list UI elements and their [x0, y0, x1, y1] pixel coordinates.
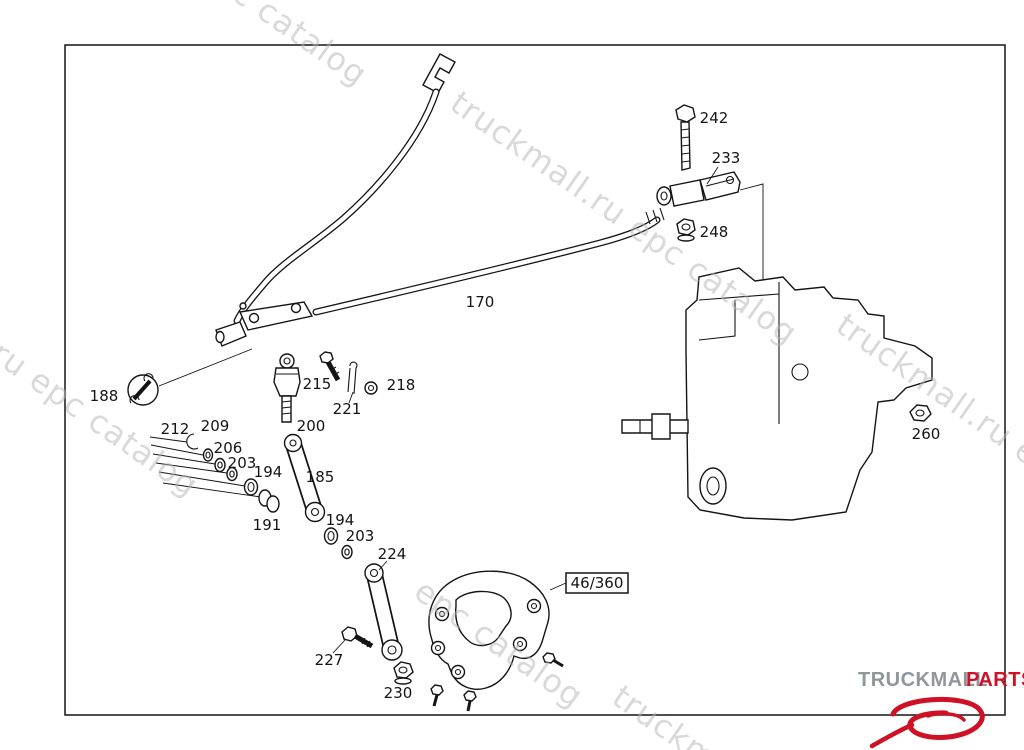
part-number-labels: 242 233 248 170 188 215 218 221 200 212 …	[90, 109, 941, 702]
grommet-218	[364, 381, 378, 395]
bushing-194b-203b	[323, 527, 353, 560]
gearbox-housing	[621, 267, 933, 521]
part-label-200[interactable]: 200	[297, 417, 326, 435]
exploded-parts-drawing: 46/360	[64, 44, 1006, 716]
brand-logo: TRUCKMALL PARTS	[858, 669, 1024, 749]
lever-185	[283, 433, 326, 523]
part-label-206[interactable]: 206	[214, 439, 243, 457]
diagram-border	[64, 44, 1006, 716]
clamp-nut-248	[676, 218, 696, 242]
part-label-203b[interactable]: 203	[346, 527, 375, 545]
wrench-icon	[127, 373, 159, 406]
gearbox-nut-260	[909, 404, 932, 422]
part-label-233[interactable]: 233	[712, 149, 741, 167]
part-label-230[interactable]: 230	[384, 684, 413, 702]
nut-230	[393, 661, 414, 685]
logo-parts-text: PARTS	[966, 669, 1024, 691]
screw-215	[319, 351, 341, 382]
part-label-242[interactable]: 242	[700, 109, 729, 127]
watermark-text: epc catalog	[191, 0, 374, 93]
watermark-text: truckmall.ru epc catalog	[443, 83, 804, 352]
shift-rod-170	[233, 53, 665, 325]
swirl-logo-icon	[869, 697, 985, 749]
part-label-209[interactable]: 209	[201, 417, 230, 435]
mounting-bracket-46-360	[428, 570, 564, 712]
leader-221	[348, 391, 354, 404]
leader-wrench	[158, 348, 253, 387]
part-label-194b[interactable]: 194	[326, 511, 355, 529]
leader-224	[378, 560, 388, 571]
washer-stack	[149, 433, 280, 513]
watermark-text: truckmall.ru epc catalog	[0, 235, 206, 504]
part-label-218[interactable]: 218	[387, 376, 416, 394]
linkage-clamp-233	[656, 171, 741, 207]
ball-joint-200	[273, 353, 301, 423]
part-label-212[interactable]: 212	[161, 420, 190, 438]
reference-box-label[interactable]: 46/360	[571, 574, 624, 592]
part-label-194a[interactable]: 194	[254, 463, 283, 481]
snap-ring-212	[186, 433, 199, 450]
part-label-260[interactable]: 260	[912, 425, 941, 443]
watermark-text: truckmall.ru	[605, 677, 796, 750]
link-224	[364, 563, 403, 661]
part-label-224[interactable]: 224	[378, 545, 407, 563]
part-label-170[interactable]: 170	[466, 293, 495, 311]
part-label-227[interactable]: 227	[315, 651, 344, 669]
part-label-185[interactable]: 185	[306, 468, 335, 486]
reference-box-46-360[interactable]: 46/360	[549, 572, 629, 594]
leader-233	[706, 166, 719, 185]
rod-yoke-joint	[215, 301, 314, 347]
part-label-191[interactable]: 191	[253, 516, 282, 534]
part-label-203a[interactable]: 203	[228, 454, 257, 472]
clamp-bolt-242	[675, 104, 696, 171]
logo-truckmall-text: TRUCKMALL	[858, 669, 988, 691]
bolt-227	[341, 626, 374, 649]
part-label-188[interactable]: 188	[90, 387, 119, 405]
part-label-215[interactable]: 215	[303, 375, 332, 393]
leader-227	[332, 639, 346, 654]
part-label-221[interactable]: 221	[333, 400, 362, 418]
cotter-pin-221	[347, 361, 358, 395]
part-label-248[interactable]: 248	[700, 223, 729, 241]
